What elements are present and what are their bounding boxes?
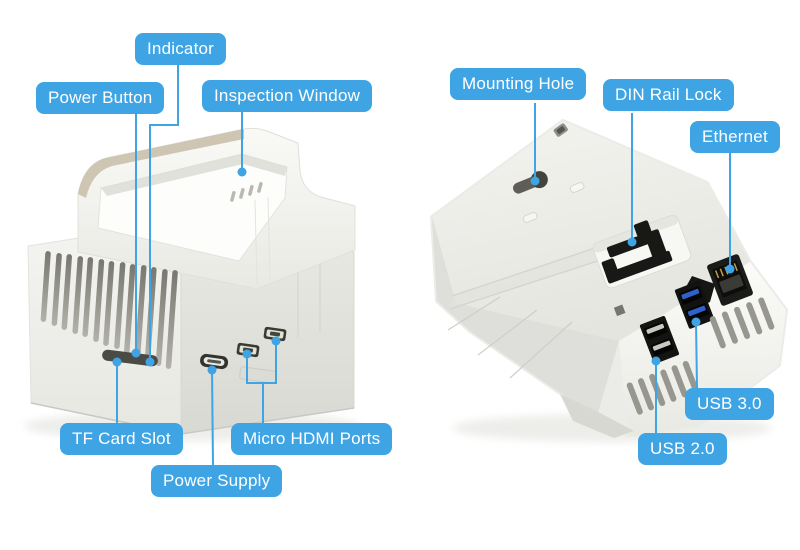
callout-power-button: Power Button bbox=[36, 82, 165, 114]
side-ridges bbox=[447, 296, 573, 379]
lid-seam bbox=[254, 199, 258, 285]
tf-card-slot bbox=[102, 349, 158, 367]
leader-line-power-supply bbox=[211, 369, 214, 466]
inspection-window-shadow bbox=[101, 154, 287, 196]
lid-seam bbox=[267, 196, 271, 282]
leader-line-usb3 bbox=[695, 321, 698, 389]
dot-din-rail-lock bbox=[627, 237, 637, 247]
ethernet-port bbox=[707, 254, 753, 306]
usb3-ports bbox=[674, 280, 715, 329]
dot-ethernet bbox=[725, 264, 735, 274]
callout-ethernet: Ethernet bbox=[690, 121, 780, 153]
right-device-side-face bbox=[432, 217, 619, 416]
left-device-front-view bbox=[24, 127, 360, 441]
usb-c-power-port bbox=[200, 353, 229, 370]
callout-tf-card-slot: TF Card Slot bbox=[60, 423, 183, 455]
rail-clip-tab bbox=[569, 182, 585, 193]
din-band-edge bbox=[451, 242, 611, 297]
callout-inspection-window: Inspection Window bbox=[202, 80, 373, 112]
bottom-foot bbox=[560, 394, 634, 438]
callout-micro-hdmi-ports: Micro HDMI Ports bbox=[231, 423, 393, 455]
micro-hdmi-port-2 bbox=[263, 326, 287, 342]
leader-line-indicator bbox=[149, 63, 179, 362]
callout-indicator: Indicator bbox=[135, 33, 227, 65]
dot-inspection-window bbox=[237, 167, 247, 177]
callout-mounting-hole: Mounting Hole bbox=[450, 68, 587, 100]
callout-usb3: USB 3.0 bbox=[685, 388, 774, 420]
dot-power-button bbox=[131, 348, 141, 358]
dot-mounting-hole bbox=[530, 176, 540, 186]
leader-line-micro-hdmi bbox=[246, 341, 277, 384]
dot-usb2 bbox=[651, 356, 661, 366]
dot-micro-hdmi-1 bbox=[242, 349, 252, 359]
dot-usb3 bbox=[691, 317, 701, 327]
rear-vent-grille-lower bbox=[626, 360, 699, 415]
dot-micro-hdmi-2 bbox=[271, 336, 281, 346]
dot-indicator bbox=[145, 357, 155, 367]
din-rail-band bbox=[450, 243, 616, 309]
top-corner-hole bbox=[553, 123, 568, 137]
dot-tf-card-slot bbox=[112, 357, 122, 367]
usb2-ports bbox=[639, 315, 680, 364]
dot-power-supply bbox=[207, 365, 217, 375]
callout-usb2: USB 2.0 bbox=[638, 433, 727, 465]
corner-square-hole bbox=[613, 304, 626, 317]
leader-lines bbox=[116, 63, 731, 466]
vent-grille bbox=[40, 251, 178, 369]
window-rim-notches bbox=[230, 182, 263, 202]
callout-din-rail-lock: DIN Rail Lock bbox=[603, 79, 734, 111]
leader-dots bbox=[112, 167, 735, 375]
din-band-edge bbox=[449, 254, 617, 310]
lid-back-rim bbox=[78, 129, 244, 198]
rear-vent-grille-upper bbox=[709, 297, 775, 349]
rail-clip-tab bbox=[522, 212, 538, 223]
callout-power-supply: Power Supply bbox=[151, 465, 283, 497]
